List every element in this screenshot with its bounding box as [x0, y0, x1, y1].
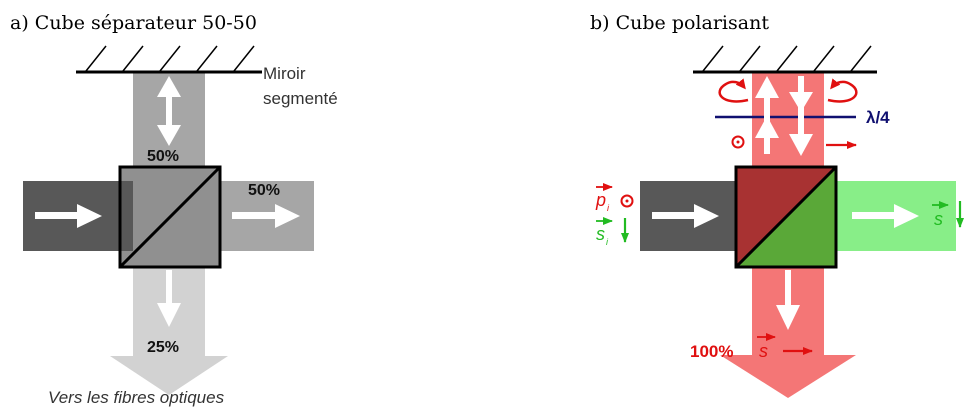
- panel-a: a) Cube séparateur 50-50 Miroir segmenté: [10, 12, 338, 407]
- curved-arrow-right: [827, 78, 858, 103]
- label-top-pct: 50%: [147, 148, 179, 165]
- beamsplitter-cube: [118, 165, 222, 269]
- label-bottom-pct: 25%: [147, 339, 179, 356]
- output-bottom-label: s: [757, 333, 813, 361]
- input-s-label: s i: [596, 217, 629, 247]
- output-bottom-text: s: [759, 341, 768, 361]
- cube-interior-dark: [120, 181, 133, 251]
- input-s-text: s: [596, 224, 605, 244]
- input-arrow-b: [652, 204, 719, 228]
- lower-beam-arrowhead: [110, 356, 228, 395]
- double-arrow-upper: [157, 76, 181, 146]
- panel-b: b) Cube polarisant λ/4: [590, 12, 964, 398]
- down-arrow-right: [789, 76, 813, 156]
- output-right-text: s: [934, 209, 943, 229]
- panel-a-title: a) Cube séparateur 50-50: [10, 12, 257, 34]
- output-arrow-b: [852, 204, 919, 228]
- lower-arrow-b: [776, 270, 800, 330]
- lower-arrow: [157, 270, 181, 327]
- polarizing-cube-diagonal: [734, 165, 838, 269]
- segmented-mirror: [76, 45, 262, 74]
- output-bottom-pct: 100%: [690, 342, 733, 361]
- label-right-pct: 50%: [248, 182, 280, 199]
- wave-plate-label: λ/4: [866, 108, 890, 127]
- up-arrow-left: [755, 76, 779, 154]
- panel-b-title: b) Cube polarisant: [590, 12, 769, 34]
- curved-arrow-left: [718, 78, 749, 103]
- input-s-sub: i: [606, 237, 609, 247]
- output-right-label: s: [932, 201, 964, 229]
- polarization-dot-beam: [731, 135, 745, 149]
- segmented-mirror-b: [693, 45, 877, 74]
- mirror-label-line1: Miroir: [263, 64, 306, 83]
- input-arrow: [35, 204, 102, 228]
- cube-diagonal: [118, 165, 222, 269]
- input-p-label: p i: [595, 183, 634, 213]
- output-arrow: [232, 204, 300, 228]
- input-p-text: p: [595, 190, 606, 210]
- caption-fibers: Vers les fibres optiques: [48, 388, 225, 407]
- polarizing-cube: [734, 165, 838, 269]
- red-beam-arrowhead: [720, 355, 856, 398]
- mirror-label-line2: segmenté: [263, 89, 338, 108]
- input-p-sub: i: [607, 203, 610, 213]
